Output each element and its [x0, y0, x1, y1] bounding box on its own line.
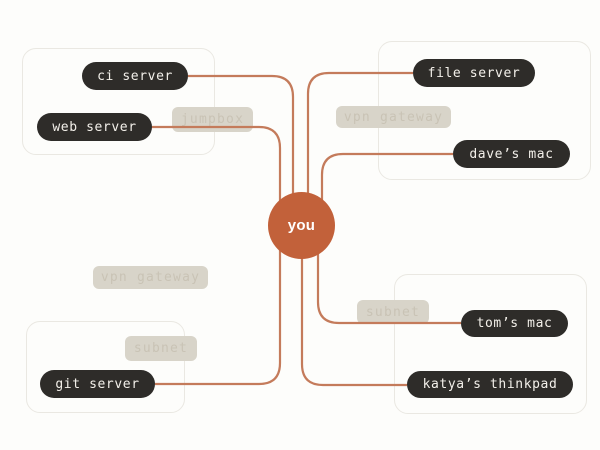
node-toms-mac[interactable]: tom’s mac [461, 310, 568, 337]
node-you[interactable]: you [268, 192, 335, 259]
node-daves-mac[interactable]: dave’s mac [453, 140, 570, 168]
node-ci-server[interactable]: ci server [82, 62, 188, 90]
node-katyas-thinkpad[interactable]: katya’s thinkpad [407, 371, 573, 398]
node-git-server[interactable]: git server [40, 370, 155, 398]
tag-jumpbox: jumpbox [172, 107, 253, 132]
node-file-server[interactable]: file server [413, 59, 535, 87]
node-web-server[interactable]: web server [37, 113, 152, 141]
tag-subnet-bottom-right: subnet [357, 300, 429, 324]
tag-vpn-gateway-left: vpn gateway [93, 266, 208, 289]
group-box-southwest [26, 321, 185, 413]
tag-subnet-bottom-left: subnet [125, 336, 197, 361]
tag-vpn-gateway-top: vpn gateway [336, 106, 451, 128]
